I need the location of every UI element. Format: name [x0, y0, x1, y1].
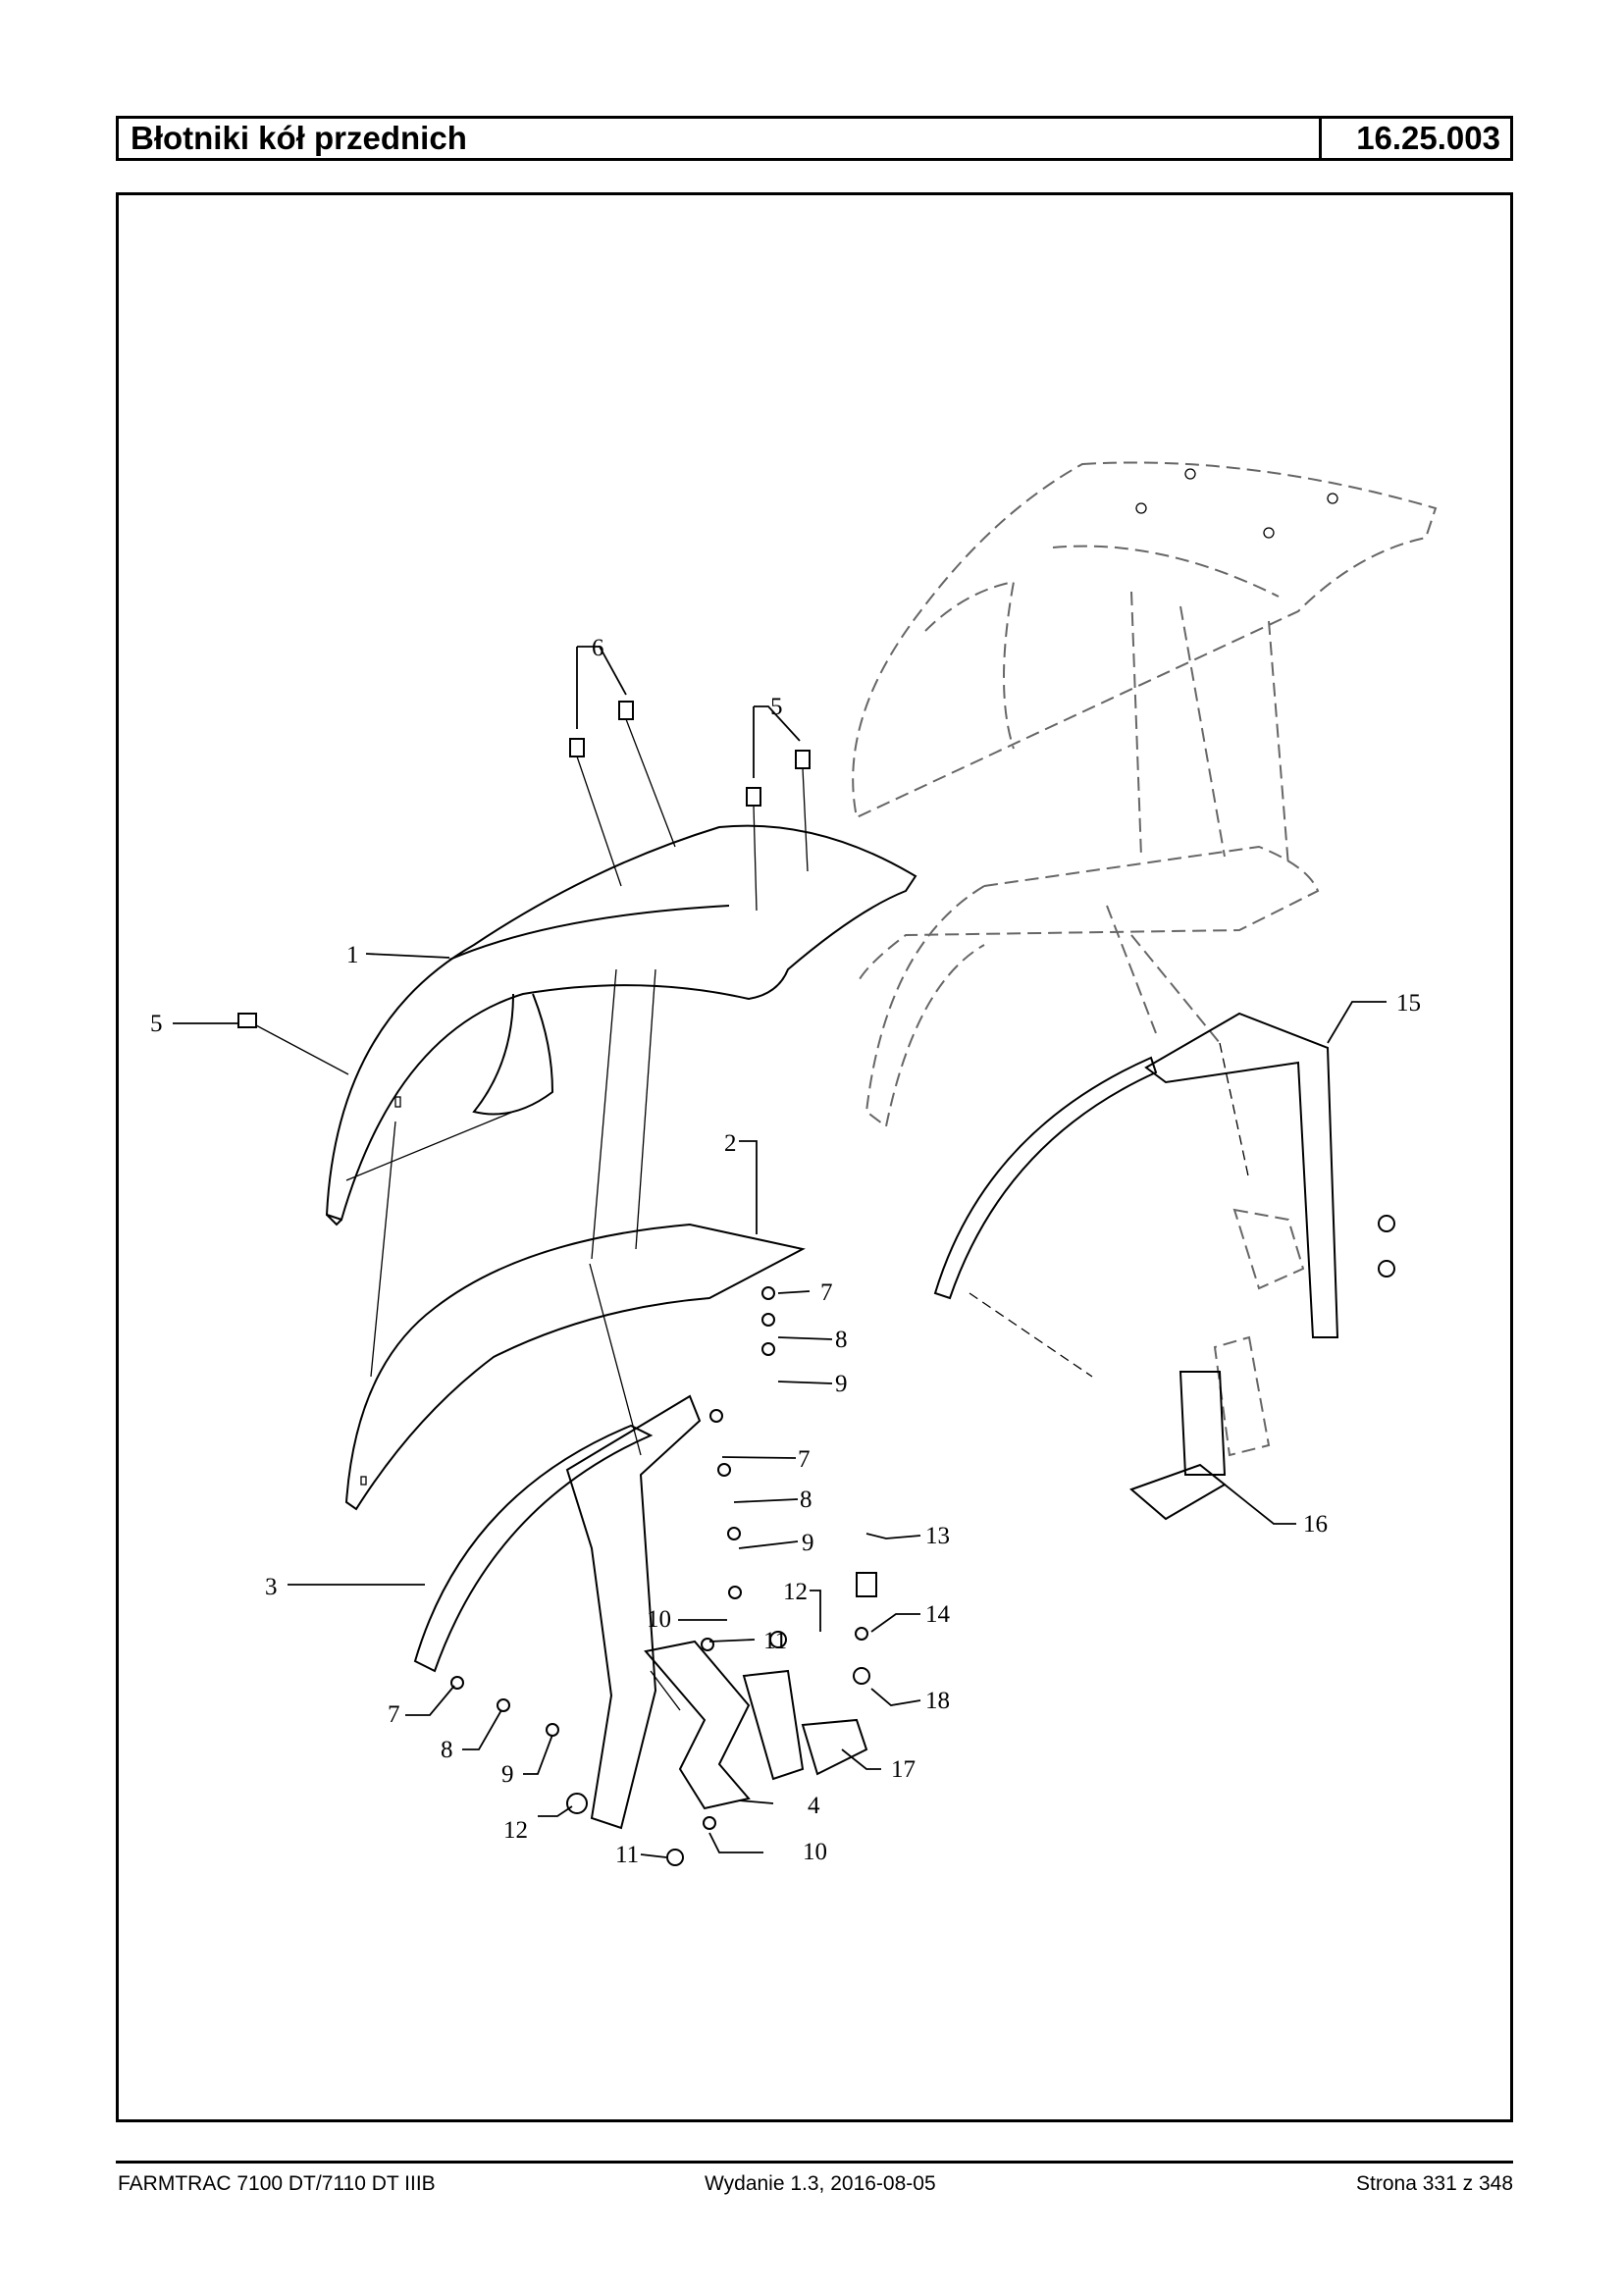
part-label: 5: [150, 1011, 163, 1037]
part-label: 7: [798, 1446, 811, 1473]
part-label: 9: [802, 1530, 814, 1556]
exploded-parts-diagram: 1 2 3 4 5 5 6 7 7 7 8 8 8 9 9 9 10 10 11…: [150, 461, 1438, 1868]
part-label: 9: [835, 1371, 848, 1397]
footer-page-number: Strona 331 z 348: [1356, 2172, 1513, 2195]
footer-model: FARMTRAC 7100 DT/7110 DT IIIB: [118, 2172, 436, 2195]
footer-edition: Wydanie 1.3, 2016-08-05: [705, 2172, 936, 2195]
part-label: 8: [835, 1327, 848, 1353]
assembly-lines: [255, 718, 809, 1711]
ghost-fender-assembly: [852, 461, 1438, 1457]
part-label: 6: [592, 635, 604, 661]
bracket-part-16: [1129, 1371, 1227, 1521]
part-label: 11: [763, 1628, 787, 1654]
part-label: 17: [891, 1756, 916, 1783]
part-label: 8: [800, 1487, 812, 1513]
bracket-part-4: [565, 1394, 868, 1830]
part-label: 12: [503, 1817, 528, 1844]
footer-rule: [116, 2161, 1513, 2164]
leader-lines: [173, 646, 1387, 1858]
part-label: 8: [441, 1737, 453, 1763]
diagram-frame: 1 2 3 4 5 5 6 7 7 7 8 8 8 9 9 9 10 10 11…: [116, 192, 1513, 2122]
part-label: 4: [808, 1793, 820, 1819]
page-header: Błotniki kół przednich 16.25.003: [116, 116, 1513, 161]
fender-part-1: [325, 824, 917, 1226]
page-title: Błotniki kół przednich: [119, 119, 1322, 158]
part-label: 10: [647, 1606, 671, 1633]
part-label: 12: [783, 1579, 808, 1605]
part-label: 13: [925, 1523, 950, 1549]
part-label: 5: [770, 694, 783, 720]
part-label: 3: [265, 1574, 278, 1600]
part-label: 10: [803, 1839, 827, 1865]
fender-plate-part-2: [344, 1223, 806, 1511]
part-label: 18: [925, 1688, 950, 1714]
part-label: 1: [346, 942, 359, 968]
part-label: 9: [501, 1761, 514, 1788]
part-label: 11: [615, 1842, 639, 1868]
part-label: 16: [1303, 1511, 1328, 1538]
part-label: 7: [820, 1279, 833, 1306]
fender-bracket-part-15: [933, 1012, 1339, 1338]
part-label: 14: [925, 1601, 951, 1628]
part-label: 15: [1396, 990, 1421, 1017]
section-code: 16.25.003: [1356, 120, 1500, 156]
part-label: 7: [388, 1701, 400, 1728]
part-label: 2: [724, 1130, 737, 1157]
fasteners: [237, 701, 1395, 1866]
fender-stay-part-3: [413, 1424, 654, 1673]
part-labels: 1 2 3 4 5 5 6 7 7 7 8 8 8 9 9 9 10 10 11…: [150, 635, 1421, 1868]
